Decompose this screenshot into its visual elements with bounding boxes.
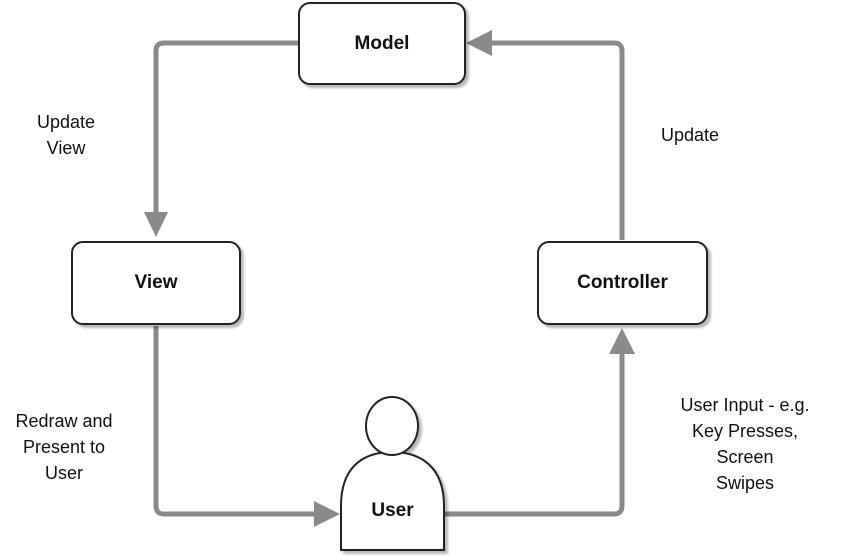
label-user-input: User Input - e.g. Key Presses, Screen Sw… [680,395,810,493]
label-update-view: Update View [36,112,96,158]
label-update: Update [660,125,720,145]
arrowhead-user [314,501,340,527]
arrowhead-controller [609,328,635,354]
arrowhead-view [144,212,168,237]
arrow-user-to-controller [444,352,625,517]
model-node: Model [298,2,466,85]
arrow-model-to-view [151,40,298,230]
arrowhead-model [466,30,492,56]
controller-node: Controller [537,241,708,325]
view-node: View [71,241,241,325]
label-redraw: Redraw and Present to User [15,411,113,483]
arrow-controller-to-model [490,40,625,240]
user-icon [340,396,445,551]
user-node-label: User [371,500,414,521]
arrow-view-to-user [153,326,318,517]
